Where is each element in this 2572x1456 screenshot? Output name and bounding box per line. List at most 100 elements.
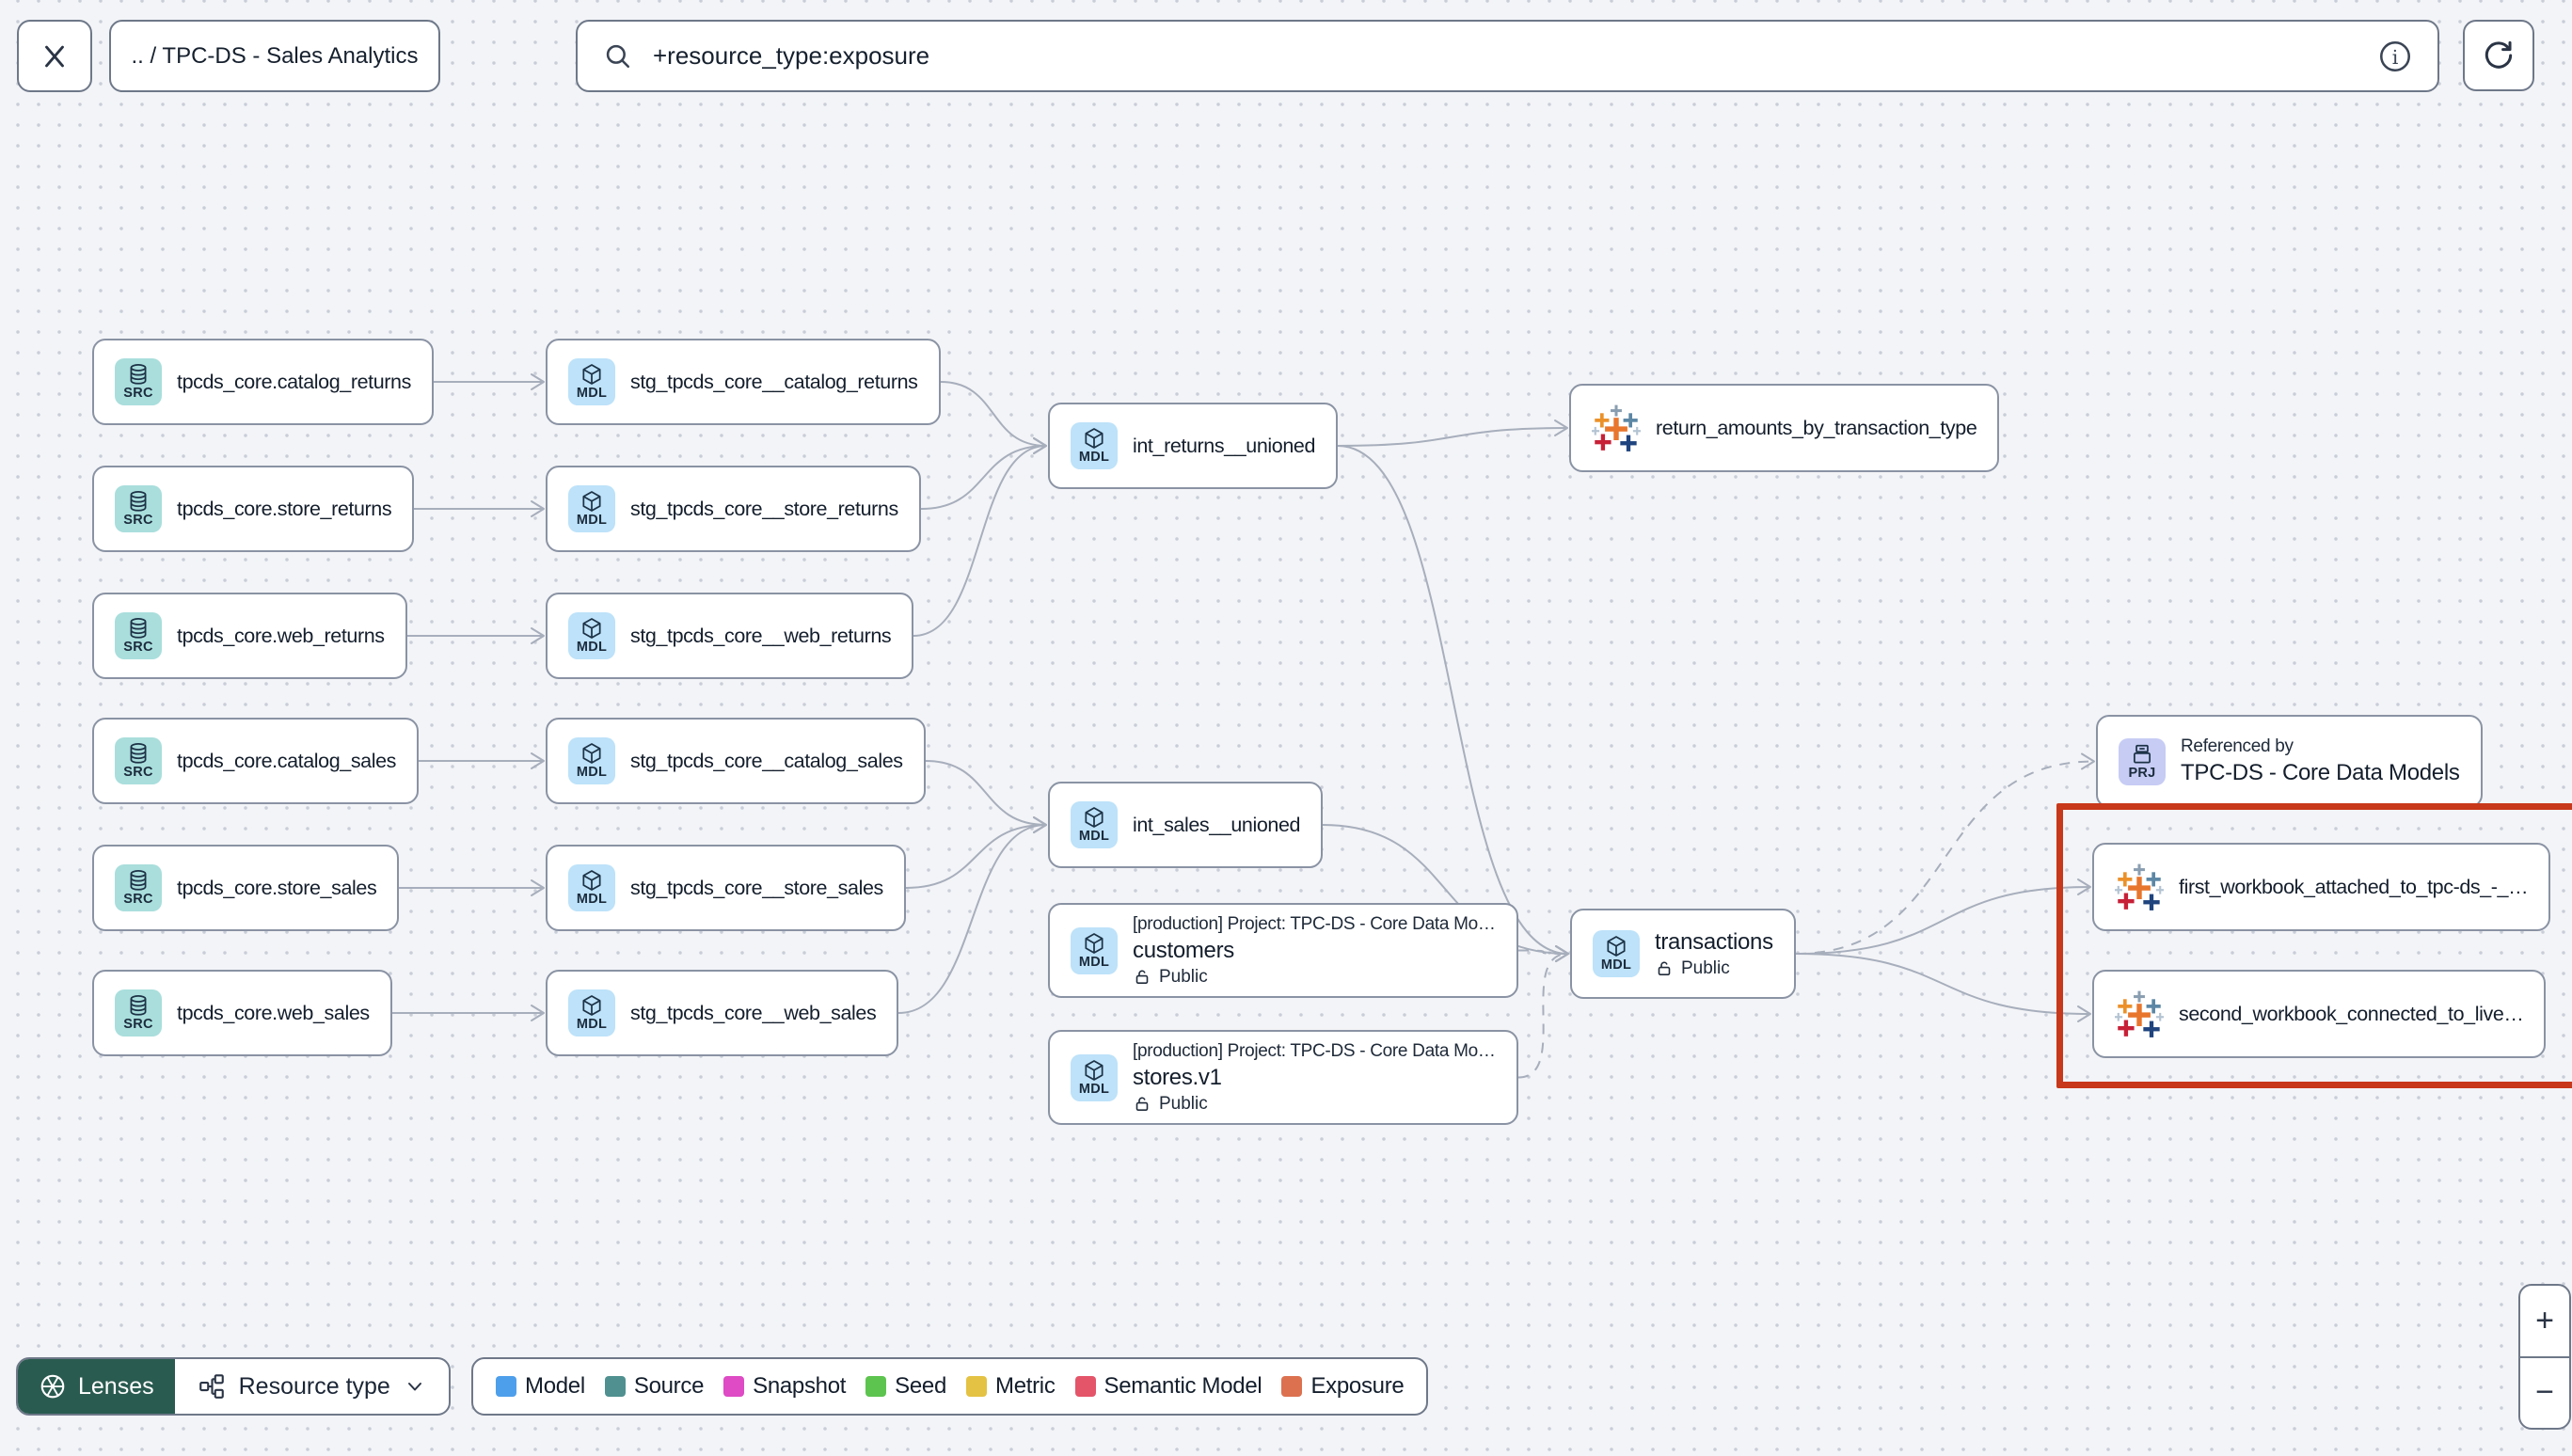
node-title: stg_tpcds_core__catalog_sales — [630, 749, 903, 772]
tableau-icon — [2115, 990, 2164, 1037]
resource-badge-label: MDL — [576, 640, 608, 656]
node-title: tpcds_core.catalog_returns — [177, 370, 411, 393]
resource-badge: MDL — [568, 737, 615, 784]
node-access-label: Public — [1159, 1093, 1208, 1114]
resource-badge-label: MDL — [576, 765, 608, 781]
node-access: Public — [1133, 1094, 1496, 1115]
close-icon — [45, 45, 64, 67]
node-title: stg_tpcds_core__store_returns — [630, 497, 898, 520]
model-cube-icon — [1607, 936, 1626, 957]
resource-badge: MDL — [568, 485, 615, 532]
resource-badge-label: SRC — [123, 386, 153, 402]
resource-badge: SRC — [115, 989, 162, 1037]
node-title: customers — [1133, 937, 1234, 963]
model-cube-icon — [582, 618, 601, 640]
node-title: return_amounts_by_transaction_type — [1656, 416, 1977, 439]
graph-node-wb_first[interactable]: first_workbook_attached_to_tpc-ds_-_… — [2092, 843, 2551, 931]
database-icon — [130, 743, 147, 765]
graph-node-src_web_returns[interactable]: SRC tpcds_core.web_returns — [92, 593, 407, 679]
resource-badge-label: MDL — [576, 1017, 608, 1033]
database-icon — [130, 364, 147, 386]
legend-label: Exposure — [1310, 1373, 1405, 1399]
breadcrumb[interactable]: .. / TPC-DS - Sales Analytics — [109, 20, 440, 92]
unlock-icon — [1658, 960, 1671, 975]
graph-node-exp_returns[interactable]: return_amounts_by_transaction_type — [1569, 384, 2000, 472]
model-cube-icon — [582, 995, 601, 1017]
graph-node-stg_store_returns[interactable]: MDL stg_tpcds_core__store_returns — [546, 466, 921, 552]
resource-badge-label: SRC — [123, 1017, 153, 1033]
graph-node-customers[interactable]: MDL [production] Project: TPC-DS - Core D… — [1048, 903, 1518, 998]
node-subtitle: [production] Project: TPC-DS - Core Data… — [1133, 913, 1496, 934]
resource-badge-label: MDL — [576, 892, 608, 908]
svg-text:i: i — [2392, 45, 2399, 68]
resource-badge-label: SRC — [123, 640, 153, 656]
tableau-icon — [1592, 404, 1641, 451]
graph-node-wb_second[interactable]: second_workbook_connected_to_live… — [2092, 970, 2547, 1058]
resource-badge: MDL — [1071, 422, 1118, 469]
resource-badge-label: MDL — [1078, 1081, 1110, 1097]
resource-badge: SRC — [115, 737, 162, 784]
legend-swatch — [865, 1376, 887, 1397]
zoom-out-button[interactable]: − — [2535, 1374, 2554, 1411]
refresh-button[interactable] — [2463, 20, 2534, 91]
graph-node-int_returns[interactable]: MDL int_returns__unioned — [1048, 403, 1339, 489]
legend-swatch — [723, 1376, 745, 1397]
model-cube-icon — [1085, 933, 1103, 954]
node-subtitle: [production] Project: TPC-DS - Core Data… — [1133, 1040, 1496, 1061]
model-cube-icon — [582, 743, 601, 765]
node-title: int_returns__unioned — [1133, 434, 1316, 457]
resource-type-dropdown[interactable]: Resource type — [175, 1359, 449, 1414]
legend-item: Seed — [865, 1373, 946, 1400]
search-input[interactable] — [651, 40, 2360, 71]
lenses-button[interactable]: Lenses — [18, 1359, 175, 1414]
node-access-label: Public — [1159, 966, 1208, 987]
model-cube-icon — [1085, 807, 1103, 829]
close-button[interactable] — [17, 20, 92, 92]
node-title: tpcds_core.store_returns — [177, 497, 392, 520]
zoom-in-button[interactable]: + — [2520, 1286, 2569, 1358]
resource-badge: SRC — [115, 612, 162, 659]
node-access: Public — [1133, 967, 1496, 988]
node-access-label: Public — [1681, 957, 1730, 978]
legend-item: Metric — [966, 1373, 1056, 1400]
node-title: tpcds_core.web_returns — [177, 624, 385, 647]
database-icon — [130, 618, 147, 640]
chevron-down-icon — [407, 1383, 421, 1391]
legend-item: Model — [496, 1373, 585, 1400]
info-icon[interactable]: i — [2377, 39, 2413, 74]
legend-label: Semantic Model — [1103, 1373, 1262, 1399]
legend-item: Snapshot — [723, 1373, 846, 1400]
resource-badge: SRC — [115, 864, 162, 911]
node-title: tpcds_core.catalog_sales — [177, 749, 397, 772]
unlock-icon — [1135, 969, 1149, 984]
legend-swatch — [1074, 1376, 1096, 1397]
legend-label: Model — [525, 1373, 585, 1399]
graph-node-src_catalog_sales[interactable]: SRC tpcds_core.catalog_sales — [92, 718, 420, 804]
graph-node-src_catalog_returns[interactable]: SRC tpcds_core.catalog_returns — [92, 339, 434, 425]
resource-badge-label: SRC — [123, 892, 153, 908]
lenses-label: Lenses — [78, 1372, 154, 1400]
model-cube-icon — [1085, 428, 1103, 450]
legend-label: Metric — [995, 1373, 1056, 1399]
search-icon — [606, 44, 630, 68]
search-bar[interactable]: i — [576, 20, 2439, 92]
resource-badge: MDL — [1071, 926, 1118, 974]
resource-badge-label: MDL — [1600, 957, 1632, 973]
node-access: Public — [1655, 958, 1773, 979]
graph-node-stores_v1[interactable]: MDL [production] Project: TPC-DS - Core D… — [1048, 1030, 1518, 1125]
model-cube-icon — [1085, 1060, 1103, 1081]
graph-node-stg_catalog_sales[interactable]: MDL stg_tpcds_core__catalog_sales — [546, 718, 926, 804]
legend-label: Source — [633, 1373, 705, 1399]
